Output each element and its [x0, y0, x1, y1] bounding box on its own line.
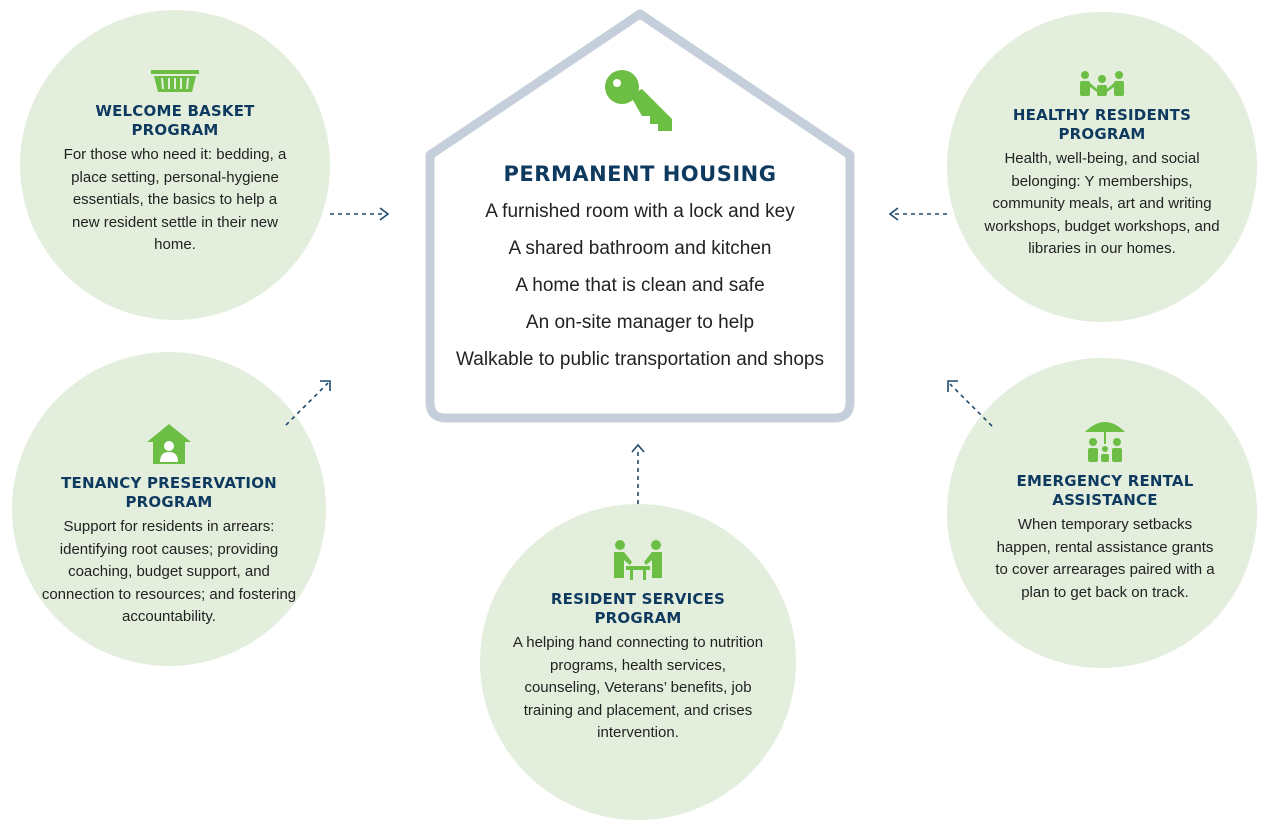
people-icon: [1080, 71, 1124, 96]
house-person-icon: [147, 424, 191, 464]
tenancy-preservation-title: TENANCY PRESERVATION PROGRAM: [61, 474, 277, 511]
housing-item: Walkable to public transportation and sh…: [456, 349, 824, 370]
people-at-table-icon: [614, 540, 662, 580]
welcome-basket-circle: [20, 10, 330, 320]
welcome-basket-title: WELCOME BASKET PROGRAM: [95, 102, 255, 139]
emergency-rental-node: EMERGENCY RENTAL ASSISTANCE When tempora…: [994, 418, 1216, 604]
permanent-housing-title: PERMANENT HOUSING: [503, 162, 777, 186]
tenancy-preservation-node: TENANCY PRESERVATION PROGRAM Support for…: [38, 422, 300, 629]
resident-services-title: RESIDENT SERVICES PROGRAM: [550, 590, 726, 627]
housing-item: A furnished room with a lock and key: [485, 201, 795, 222]
permanent-housing-list: A furnished room with a lock and key A s…: [420, 200, 860, 385]
healthy-residents-body: Health, well-being, and social belonging…: [984, 150, 1220, 257]
arrowhead-healthy: [888, 207, 899, 221]
emergency-rental-body: When temporary setbacks happen, rental a…: [995, 516, 1215, 601]
arrowhead-tenancy: [320, 380, 331, 391]
emergency-rental-title: EMERGENCY RENTAL ASSISTANCE: [1016, 472, 1194, 509]
emergency-rental-circle: [947, 358, 1257, 668]
housing-item: An on-site manager to help: [525, 312, 755, 333]
resident-services-node: RESIDENT SERVICES PROGRAM A helping hand…: [512, 538, 764, 745]
healthy-residents-node: HEALTHY RESIDENTS PROGRAM Health, well-b…: [974, 70, 1230, 261]
tenancy-preservation-body: Support for residents in arrears: identi…: [41, 518, 297, 625]
arrow-emergency: [949, 383, 993, 427]
arrowhead-resident: [631, 443, 645, 453]
house-outline: [425, 9, 855, 423]
resident-services-body: A helping hand connecting to nutrition p…: [512, 634, 764, 741]
arrowhead-emergency: [947, 380, 958, 392]
housing-item: A shared bathroom and kitchen: [508, 238, 772, 259]
umbrella-family-icon: [1085, 422, 1125, 462]
housing-item: A home that is clean and safe: [515, 275, 765, 296]
basket-icon: [151, 70, 199, 92]
key-icon: [605, 70, 672, 131]
arrow-tenancy: [285, 382, 329, 426]
welcome-basket-node: WELCOME BASKET PROGRAM For those who nee…: [60, 68, 290, 257]
welcome-basket-body: For those who need it: bedding, a place …: [63, 146, 287, 253]
healthy-residents-circle: [947, 12, 1257, 322]
arrowhead-welcome: [379, 207, 390, 221]
tenancy-preservation-circle: [12, 352, 326, 666]
healthy-residents-title: HEALTHY RESIDENTS PROGRAM: [1012, 106, 1192, 143]
resident-services-circle: [480, 504, 796, 820]
